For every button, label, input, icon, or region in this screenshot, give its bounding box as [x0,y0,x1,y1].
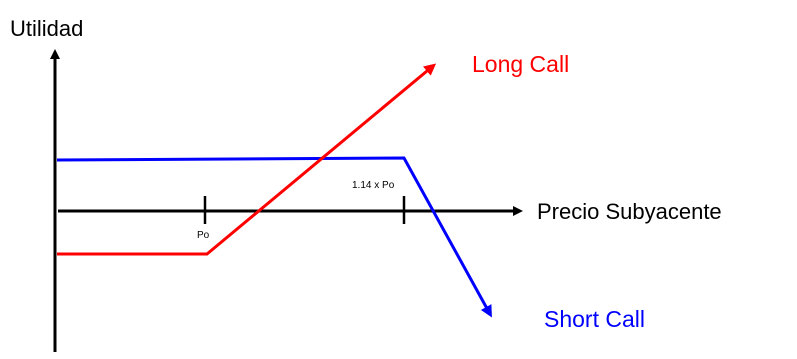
short-call-line [56,156,492,318]
short-call-label: Short Call [544,306,645,332]
y-axis-title: Utilidad [10,16,83,41]
tick-label-114po: 1.14 x Po [352,180,395,191]
x-axis-title: Precio Subyacente [537,199,722,224]
long-call-label: Long Call [472,51,569,77]
tick-label-po: Po [197,230,210,241]
long-call-line [57,63,437,256]
